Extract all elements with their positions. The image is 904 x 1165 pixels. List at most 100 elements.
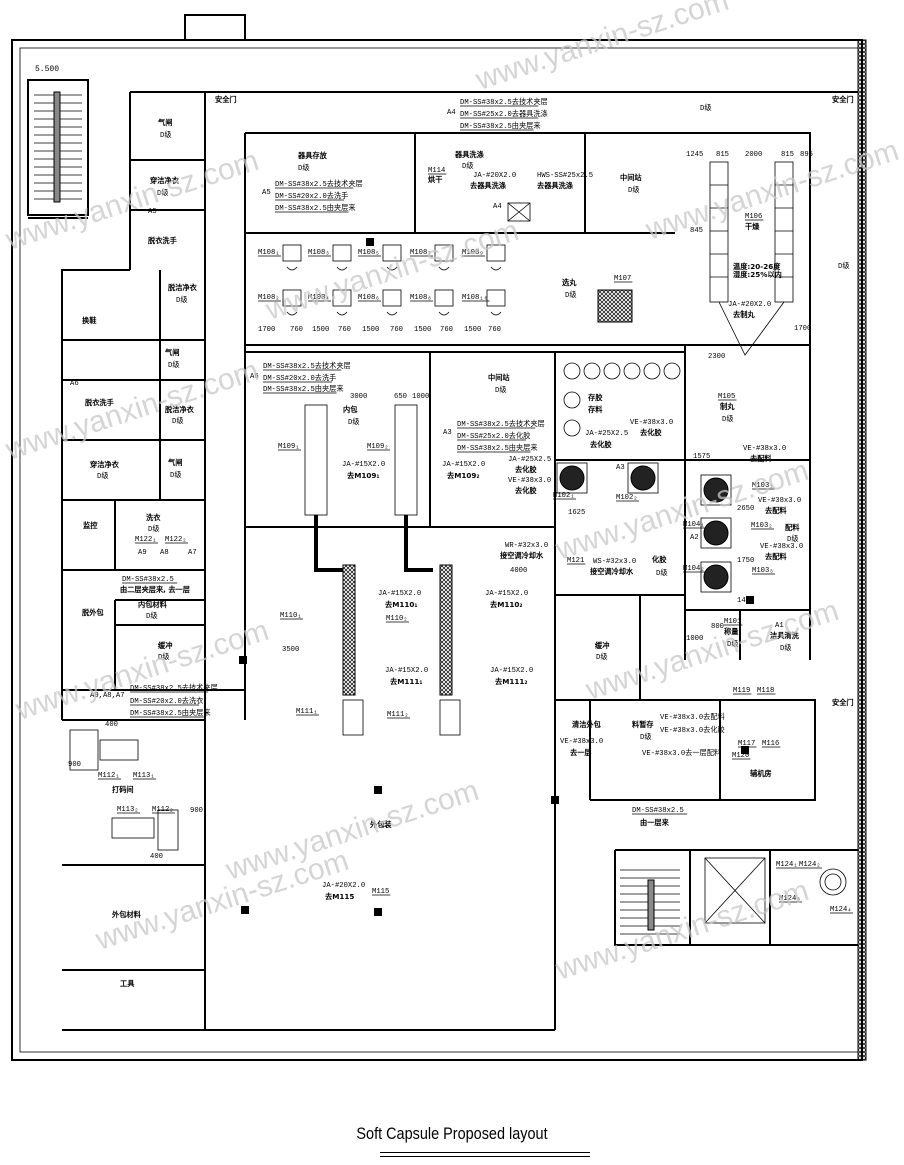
dimension-label: 900 — [190, 807, 203, 815]
workbench-icon — [382, 289, 402, 307]
title-underline — [380, 1152, 590, 1157]
room-label: D级 — [727, 639, 739, 649]
equipment-tag: M120 — [732, 752, 749, 760]
watermark-text: www.yanxin-sz.com — [261, 214, 523, 327]
watermarks: www.yanxin-sz.comwww.yanxin-sz.comwww.ya… — [1, 0, 903, 987]
pipe-annotation: DM-SS#38x2.5由夹层来 — [263, 384, 344, 394]
wall-segment — [614, 850, 858, 946]
equipment-tag: M124₃ — [779, 895, 801, 903]
walls — [11, 14, 867, 1061]
pipe-annotation: WR-#32x3.0 — [505, 542, 548, 550]
room-label: 清洁外包 — [572, 720, 602, 729]
equipment-tag: M113₁ — [133, 772, 155, 780]
room-label: 选丸 — [562, 278, 577, 287]
pipe-annotation: JA-#15X2.0 — [490, 667, 533, 675]
room-label: 监控 — [83, 521, 98, 530]
pipe-annotation: JA-#15X2.0 — [442, 461, 485, 469]
room-label: 去制丸 — [733, 310, 755, 319]
dimension-label: 895 — [800, 151, 813, 159]
equipment-tag: M103₃ — [752, 567, 774, 575]
pipe-annotation: VE-#38x3.0去一层配料 — [642, 748, 721, 758]
melting-tank-icon — [556, 462, 588, 494]
entrance-notch — [184, 14, 246, 40]
room-label: 配料 — [785, 523, 800, 532]
room-label: 湿度:25%以内 — [733, 270, 782, 279]
stair-handrail — [53, 91, 61, 203]
room-label: D级 — [787, 534, 799, 544]
pipe-annotation: VE-#38x3.0 — [560, 738, 603, 746]
chair-icon — [386, 311, 398, 316]
washing-sink — [507, 202, 531, 222]
room-label: 脱衣洗手 — [148, 236, 177, 245]
elevator-cross — [704, 857, 766, 924]
conveyor-hopper — [718, 301, 785, 356]
room-label: 接空调冷却水 — [500, 551, 544, 560]
dimension-label: 800 — [711, 623, 724, 631]
dimension-label: 1500 — [414, 326, 431, 334]
chair-icon — [336, 311, 348, 316]
pipe-annotation: DM-SS#38x2.5由夹层来 — [460, 121, 541, 131]
room-label: 穿洁净衣 — [90, 460, 120, 469]
room-label: 去M109₁ — [347, 471, 380, 480]
pipe-annotation: VE-#38x3.0 — [760, 543, 803, 551]
storage-tank-icon — [643, 362, 661, 380]
watermark-text: www.yanxin-sz.com — [471, 0, 733, 97]
dimension-label: 3000 — [350, 393, 367, 401]
room-label: 料暂存 — [632, 720, 654, 729]
melting-tank-icon — [700, 561, 732, 593]
dimension-label: 1245 — [686, 151, 703, 159]
dimension-label: 2000 — [745, 151, 762, 159]
pipe-annotation: JA-#25X2.5 — [508, 456, 551, 464]
room-label: 去M111₂ — [495, 677, 528, 686]
room-label: D级 — [148, 524, 160, 534]
room-label: 辅机房 — [750, 769, 772, 778]
pipe-annotation: DM-SS#20x2.0去洗衣 — [130, 696, 203, 706]
equipment-tag: M101 — [724, 618, 741, 626]
chair-icon — [386, 266, 398, 271]
room-label: D级 — [170, 470, 182, 480]
workbench-icon — [434, 244, 454, 262]
room-label: 化胶 — [652, 555, 667, 564]
equipment-tag: M107 — [614, 275, 631, 283]
equipment-tag: M124₂ — [799, 861, 821, 869]
room-label: D级 — [462, 161, 474, 171]
room-label: 称量 — [724, 627, 739, 636]
pipe-annotation: VE-#38x3.0 — [630, 419, 673, 427]
dimension-label: 815 — [716, 151, 729, 159]
room-label: A4 — [493, 203, 502, 211]
workbench-icon — [332, 289, 352, 307]
pipe-annotation: JA-#25X2.5 — [585, 430, 628, 438]
room-label: A1 — [775, 622, 784, 630]
room-label: D级 — [722, 414, 734, 424]
room-label: D级 — [656, 568, 668, 578]
workbench-icon — [486, 244, 506, 262]
structural-column — [374, 908, 382, 916]
drying-tumbler — [439, 564, 453, 696]
equipment-tag: M108₁ — [258, 249, 280, 257]
pipe-annotation: DM-SS#38x2.5去技术夹层 — [457, 419, 545, 429]
dimension-label: 1425 — [737, 597, 754, 605]
pipe-annotation: DM-SS#20x2.0去洗手 — [263, 373, 336, 383]
workbench-icon — [332, 244, 352, 262]
encapsulation-machine — [394, 404, 418, 516]
structural-column — [551, 796, 559, 804]
wall-segment — [555, 699, 816, 801]
inspection-machine — [439, 699, 461, 736]
packing-table — [99, 739, 139, 761]
pipe-annotation: WS-#32x3.0 — [593, 558, 636, 566]
drying-tumbler — [342, 564, 356, 696]
room-label: 器具存放 — [297, 151, 328, 160]
room-label: D级 — [157, 188, 169, 198]
room-label: 存料 — [588, 405, 603, 414]
wall-segment — [62, 719, 206, 1030]
room-label: 安全门 — [215, 95, 237, 104]
room-label: 烘干 — [428, 175, 442, 184]
room-label: D级 — [168, 360, 180, 370]
room-label: 缓冲 — [158, 641, 172, 650]
pipe-annotation: JA-#15X2.0 — [485, 590, 528, 598]
pipe-annotation: VE-#38x3.0 — [758, 497, 801, 505]
storage-tank-icon — [563, 391, 581, 409]
equipment-tag: M122₁ — [135, 536, 157, 544]
equipment-tag: M119 — [733, 687, 750, 695]
storage-tank-icon — [663, 362, 681, 380]
